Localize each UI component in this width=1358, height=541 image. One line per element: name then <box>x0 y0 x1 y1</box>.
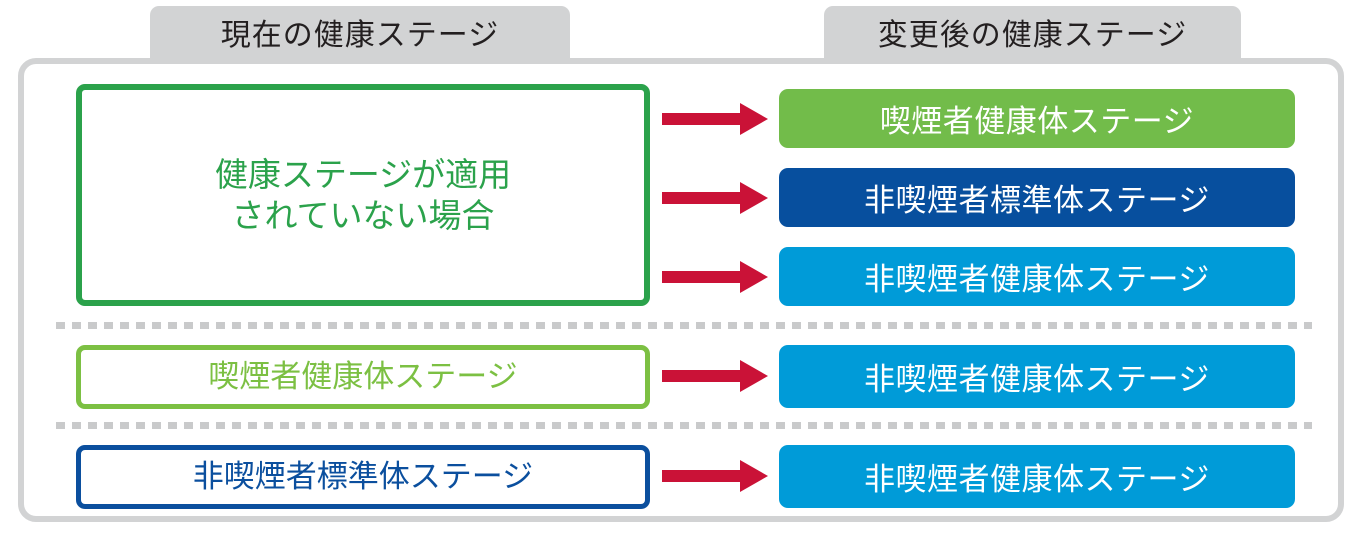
destination-box-nonsmoker-standard: 非喫煙者標準体ステージ <box>779 168 1295 227</box>
arrow-right-icon <box>662 175 770 221</box>
destination-box-nonsmoker-healthy: 非喫煙者健康体ステージ <box>779 247 1295 306</box>
destination-box-smoker-healthy-label: 喫煙者健康体ステージ <box>879 104 1195 139</box>
column-header-changed-stage-label: 変更後の健康ステージ <box>877 19 1188 52</box>
destination-box-nonsmoker-healthy: 非喫煙者健康体ステージ <box>779 345 1295 408</box>
source-box-smoker-healthy-label: 喫煙者健康体ステージ <box>208 358 518 394</box>
destination-box-smoker-healthy: 喫煙者健康体ステージ <box>779 89 1295 148</box>
destination-box-nonsmoker-healthy: 非喫煙者健康体ステージ <box>779 445 1295 508</box>
source-box-nonsmoker-standard-label: 非喫煙者標準体ステージ <box>192 458 534 494</box>
source-box-smoker-healthy: 喫煙者健康体ステージ <box>76 345 650 409</box>
arrow-right-icon <box>662 96 770 142</box>
destination-box-nonsmoker-healthy-label: 非喫煙者健康体ステージ <box>864 362 1210 397</box>
column-header-current-stage-label: 現在の健康ステージ <box>220 19 500 52</box>
source-box-no-stage-applied-line1: 健康ステージが適用 <box>214 155 512 193</box>
arrow-right-icon <box>662 453 770 499</box>
row-separator <box>56 422 1312 429</box>
source-box-no-stage-applied: 健康ステージが適用 されていない場合 <box>76 84 650 306</box>
column-header-current-stage: 現在の健康ステージ <box>150 6 570 60</box>
row-separator <box>56 322 1312 329</box>
arrow-right-icon <box>662 353 770 399</box>
arrow-right-icon <box>662 254 770 300</box>
column-header-changed-stage: 変更後の健康ステージ <box>824 6 1241 60</box>
destination-box-nonsmoker-healthy-label: 非喫煙者健康体ステージ <box>864 262 1210 297</box>
destination-box-nonsmoker-healthy-label: 非喫煙者健康体ステージ <box>864 462 1210 497</box>
source-box-no-stage-applied-line2: されていない場合 <box>231 197 495 234</box>
source-box-nonsmoker-standard: 非喫煙者標準体ステージ <box>76 445 650 509</box>
destination-box-nonsmoker-standard-label: 非喫煙者標準体ステージ <box>864 183 1210 218</box>
